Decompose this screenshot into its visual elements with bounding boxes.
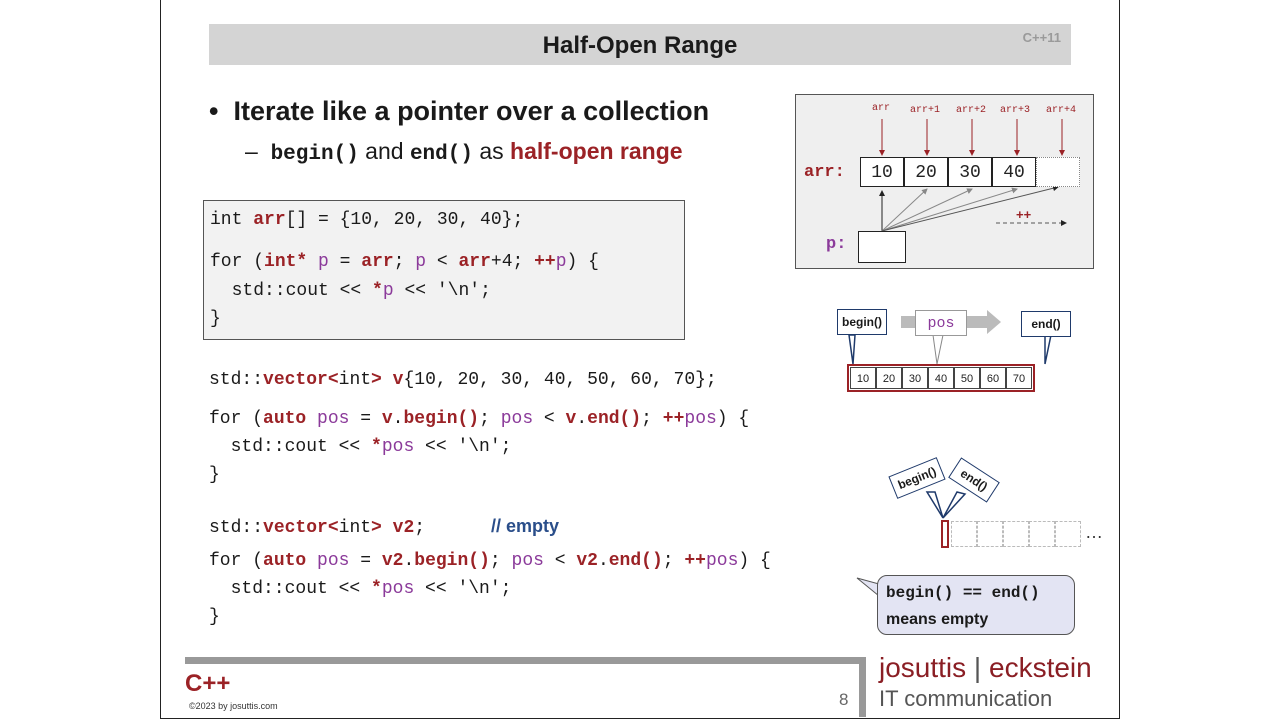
copyright: ©2023 by josuttis.com [189, 701, 278, 711]
ptr-label: arr+4 [1046, 105, 1077, 116]
dash: – [245, 138, 258, 164]
bullet-point: • Iterate like a pointer over a collecti… [209, 96, 709, 127]
half-open-range-text: half-open range [510, 138, 683, 164]
vector-cell: 50 [954, 367, 980, 389]
brand-josuttis: josuttis [879, 652, 967, 683]
begin-code: begin() [270, 143, 359, 166]
sub-bullet: – begin() and end() as half-open range [245, 138, 683, 166]
ptr-label: arr+2 [956, 105, 987, 116]
note-box: begin() == end() means empty [877, 575, 1075, 635]
array-cell: 20 [904, 157, 948, 187]
empty-cell [1055, 521, 1081, 547]
array-cell: 40 [992, 157, 1036, 187]
increment-label: ++ [1016, 207, 1032, 222]
end-code: end() [409, 143, 473, 166]
array-cell: 10 [860, 157, 904, 187]
cpp-logo: C++ [185, 670, 231, 697]
vector-cell: 40 [928, 367, 954, 389]
vector-cells: 10 20 30 40 50 60 70 [847, 364, 1035, 392]
empty-pointers [925, 491, 967, 519]
code-line: } [209, 465, 220, 485]
brand-separator: | [966, 652, 989, 683]
vector-cell: 70 [1006, 367, 1032, 389]
arr-label: arr: [804, 163, 845, 182]
page-number: 8 [839, 690, 849, 709]
bullet-text: Iterate like a pointer over a collection [233, 96, 710, 126]
code-line: for (auto pos = v.begin(); pos < v.end()… [209, 409, 750, 429]
begin-callout: begin() [837, 309, 887, 335]
vector-cell: 10 [850, 367, 876, 389]
empty-comment: // empty [491, 516, 560, 536]
brand-name: josuttis | eckstein [879, 652, 1092, 684]
note-code: begin() == end() [886, 584, 1040, 602]
brand-eckstein: eckstein [989, 652, 1092, 683]
empty-cell [951, 521, 977, 547]
ellipsis: … [1085, 522, 1103, 542]
pointer-diagram: arr arr+1 arr+2 arr+3 arr+4 arr: 10 20 3 [795, 94, 1094, 269]
as-text: as [472, 138, 511, 164]
p-label: p: [826, 235, 847, 254]
pointer-box [858, 231, 906, 263]
bullet-icon: • [209, 96, 234, 126]
version-badge: C++11 [1022, 30, 1061, 45]
footer-bar [185, 657, 865, 664]
ptr-label: arr+1 [910, 105, 941, 116]
code-line: std::vector<int> v2; [209, 518, 426, 538]
slide: Half-Open Range C++11 • Iterate like a p… [160, 0, 1120, 719]
empty-vector-marker [941, 520, 949, 548]
code-box-array: int arr[] = {10, 20, 30, 40}; for (int* … [203, 200, 685, 340]
footer-bar-vertical [859, 657, 866, 717]
pos-label: pos [927, 315, 955, 332]
end-callout: end() [1021, 311, 1071, 337]
ptr-label: arr [872, 103, 891, 114]
title-bar: Half-Open Range C++11 [209, 24, 1071, 65]
code-line: } [210, 309, 221, 329]
empty-cell [1003, 521, 1029, 547]
code-line: for (auto pos = v2.begin(); pos < v2.end… [209, 551, 771, 571]
pointer-arrows [879, 119, 1067, 232]
array-end-cell [1036, 157, 1080, 187]
pos-callout: pos [915, 310, 967, 336]
code-line: std::cout << *pos << '\n'; [209, 437, 512, 457]
empty-cell [1029, 521, 1055, 547]
brand-subtitle: IT communication [879, 686, 1053, 711]
slide-title: Half-Open Range [542, 32, 738, 59]
code-line: } [209, 607, 220, 627]
empty-cell [977, 521, 1003, 547]
code-line: for (int* p = arr; p < arr+4; ++p) { [210, 252, 599, 272]
note-text: means empty [886, 611, 989, 628]
code-line: std::cout << *p << '\n'; [210, 281, 491, 301]
ptr-label: arr+3 [1000, 105, 1031, 116]
array-cell: 30 [948, 157, 992, 187]
vector-cell: 30 [902, 367, 928, 389]
code-line: int arr[] = {10, 20, 30, 40}; [210, 210, 524, 230]
code-line: std::vector<int> v{10, 20, 30, 40, 50, 6… [209, 370, 717, 390]
code-line: std::cout << *pos << '\n'; [209, 579, 512, 599]
and-text: and [358, 138, 410, 164]
vector-cell: 60 [980, 367, 1006, 389]
vector-cell: 20 [876, 367, 902, 389]
